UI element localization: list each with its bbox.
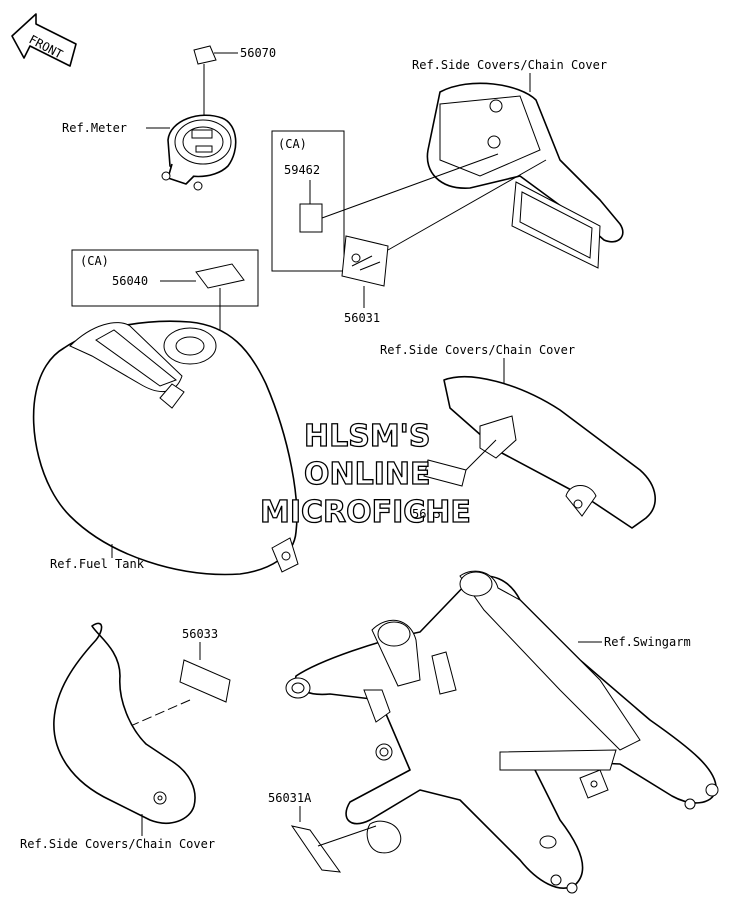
decal-56070: 56070 bbox=[193, 45, 276, 118]
label-ref-meter: Ref.Meter bbox=[62, 121, 127, 135]
side-cover-top-icon bbox=[426, 82, 624, 269]
label-56053: 56053 bbox=[412, 507, 448, 521]
label-ref-fuel-tank: Ref.Fuel Tank bbox=[50, 557, 145, 571]
front-arrow-icon: FRONT bbox=[11, 13, 77, 67]
decal-56031: 56031 bbox=[341, 159, 547, 325]
label-ca-left: (CA) bbox=[80, 254, 109, 268]
swingarm-icon bbox=[285, 570, 719, 894]
watermark-line3: MICROFICHE bbox=[260, 495, 471, 530]
label-56031A: 56031A bbox=[268, 791, 312, 805]
label-ref-side-covers-bottom: Ref.Side Covers/Chain Cover bbox=[20, 837, 215, 851]
side-cover-bottom-icon bbox=[53, 622, 196, 824]
decal-56031A bbox=[290, 825, 342, 873]
label-ref-side-covers-top: Ref.Side Covers/Chain Cover bbox=[412, 58, 607, 72]
chain-cover-mid-icon bbox=[443, 376, 656, 529]
watermark-line1: HLSM'S bbox=[304, 419, 430, 454]
watermark-line2: ONLINE bbox=[304, 457, 431, 492]
meter-icon bbox=[161, 114, 237, 191]
decal-56033 bbox=[179, 659, 231, 703]
decal-56053: 56053 bbox=[412, 439, 497, 521]
label-56070: 56070 bbox=[240, 46, 276, 60]
label-56033: 56033 bbox=[182, 627, 218, 641]
watermark: HLSM'S ONLINE MICROFICHE bbox=[259, 418, 471, 530]
label-ca-top: (CA) bbox=[278, 137, 307, 151]
label-59462: 59462 bbox=[284, 163, 320, 177]
label-ref-swingarm: Ref.Swingarm bbox=[604, 635, 691, 649]
label-56031: 56031 bbox=[344, 311, 380, 325]
label-ref-side-covers-mid: Ref.Side Covers/Chain Cover bbox=[380, 343, 575, 357]
fuel-tank-icon bbox=[32, 320, 299, 576]
ca-box-top: (CA) 59462 bbox=[271, 130, 499, 272]
label-56040: 56040 bbox=[112, 274, 148, 288]
